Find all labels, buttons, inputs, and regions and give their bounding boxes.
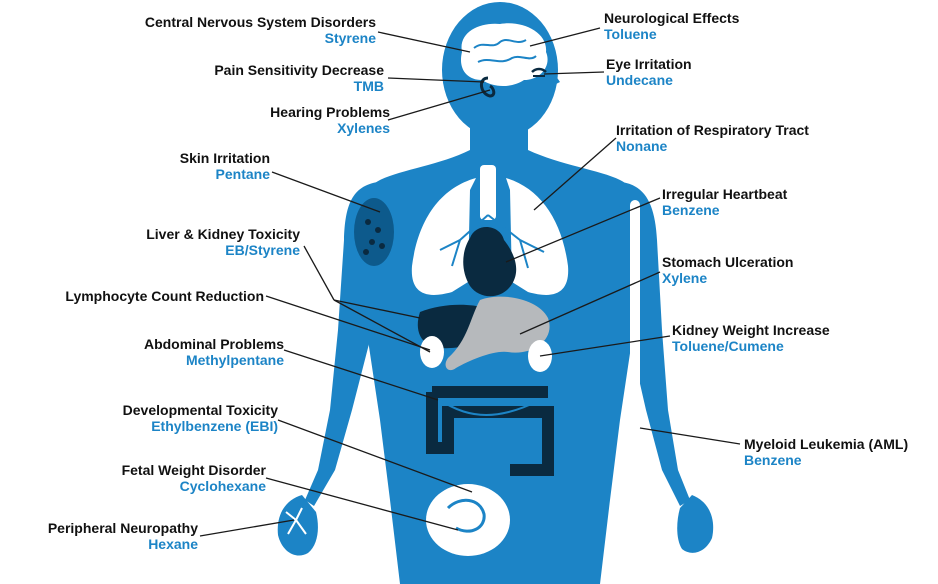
label-fetal: Fetal Weight Disorder Cyclohexane bbox=[70, 462, 266, 494]
effect-developmental: Developmental Toxicity bbox=[70, 402, 278, 418]
label-lympho: Lymphocyte Count Reduction bbox=[20, 288, 264, 304]
label-eye: Eye Irritation Undecane bbox=[606, 56, 692, 88]
chemical-skin: Pentane bbox=[110, 166, 270, 182]
label-cns: Central Nervous System Disorders Styrene bbox=[88, 14, 376, 46]
chemical-neuro: Toluene bbox=[604, 26, 739, 42]
skin-patch bbox=[354, 198, 394, 266]
effect-skin: Skin Irritation bbox=[110, 150, 270, 166]
label-kidney: Kidney Weight Increase Toluene/Cumene bbox=[672, 322, 830, 354]
label-heart: Irregular Heartbeat Benzene bbox=[662, 186, 787, 218]
chemical-heart: Benzene bbox=[662, 202, 787, 218]
label-peripheral: Peripheral Neuropathy Hexane bbox=[10, 520, 198, 552]
effect-lympho: Lymphocyte Count Reduction bbox=[20, 288, 264, 304]
womb bbox=[426, 484, 510, 556]
effect-abdominal: Abdominal Problems bbox=[90, 336, 284, 352]
label-stomach: Stomach Ulceration Xylene bbox=[662, 254, 793, 286]
chemical-resp: Nonane bbox=[616, 138, 809, 154]
chemical-pain: TMB bbox=[128, 78, 384, 94]
chemical-eye: Undecane bbox=[606, 72, 692, 88]
label-developmental: Developmental Toxicity Ethylbenzene (EBI… bbox=[70, 402, 278, 434]
chemical-liver: EB/Styrene bbox=[76, 242, 300, 258]
label-hearing: Hearing Problems Xylenes bbox=[178, 104, 390, 136]
chemical-hearing: Xylenes bbox=[178, 120, 390, 136]
effect-liver: Liver & Kidney Toxicity bbox=[76, 226, 300, 242]
chemical-peripheral: Hexane bbox=[10, 536, 198, 552]
effect-fetal: Fetal Weight Disorder bbox=[70, 462, 266, 478]
chemical-aml: Benzene bbox=[744, 452, 908, 468]
effect-hearing: Hearing Problems bbox=[178, 104, 390, 120]
effect-kidney: Kidney Weight Increase bbox=[672, 322, 830, 338]
effect-resp: Irritation of Respiratory Tract bbox=[616, 122, 809, 138]
effect-eye: Eye Irritation bbox=[606, 56, 692, 72]
effect-pain: Pain Sensitivity Decrease bbox=[128, 62, 384, 78]
chemical-abdominal: Methylpentane bbox=[90, 352, 284, 368]
effect-stomach: Stomach Ulceration bbox=[662, 254, 793, 270]
effect-heart: Irregular Heartbeat bbox=[662, 186, 787, 202]
label-abdominal: Abdominal Problems Methylpentane bbox=[90, 336, 284, 368]
label-skin: Skin Irritation Pentane bbox=[110, 150, 270, 182]
effect-aml: Myeloid Leukemia (AML) bbox=[744, 436, 908, 452]
effect-neuro: Neurological Effects bbox=[604, 10, 739, 26]
chemical-developmental: Ethylbenzene (EBI) bbox=[70, 418, 278, 434]
effect-cns: Central Nervous System Disorders bbox=[88, 14, 376, 30]
chemical-cns: Styrene bbox=[88, 30, 376, 46]
chemical-kidney: Toluene/Cumene bbox=[672, 338, 830, 354]
label-aml: Myeloid Leukemia (AML) Benzene bbox=[744, 436, 908, 468]
label-pain: Pain Sensitivity Decrease TMB bbox=[128, 62, 384, 94]
effect-peripheral: Peripheral Neuropathy bbox=[10, 520, 198, 536]
chemical-stomach: Xylene bbox=[662, 270, 793, 286]
label-resp: Irritation of Respiratory Tract Nonane bbox=[616, 122, 809, 154]
label-neuro: Neurological Effects Toluene bbox=[604, 10, 739, 42]
chemical-fetal: Cyclohexane bbox=[70, 478, 266, 494]
arm-bone bbox=[630, 200, 640, 460]
label-liver: Liver & Kidney Toxicity EB/Styrene bbox=[76, 226, 300, 258]
